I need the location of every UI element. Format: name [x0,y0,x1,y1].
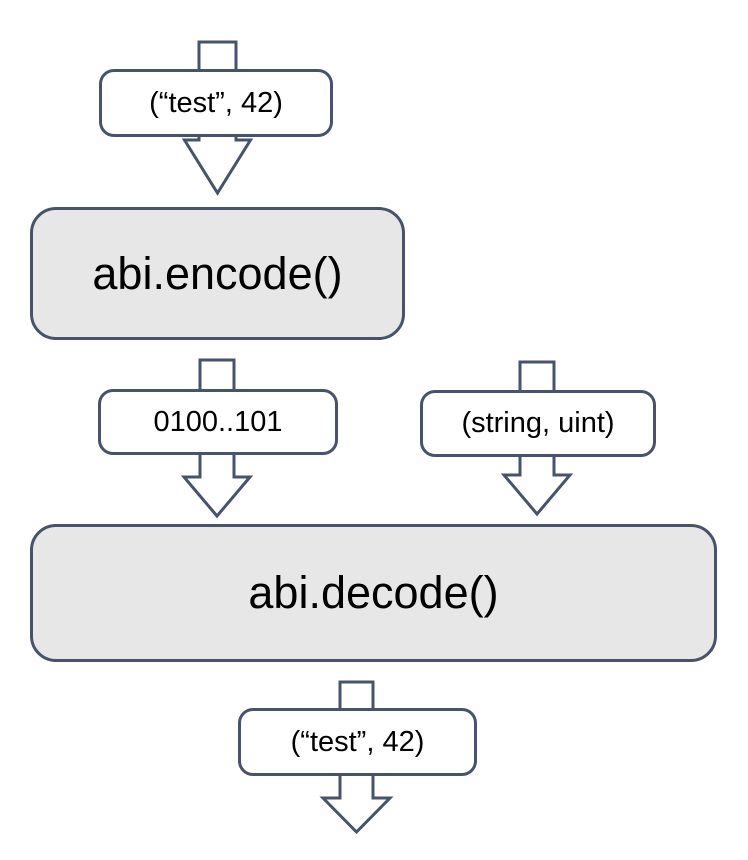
node-input-tuple-label: (“test”, 42) [99,69,333,137]
node-output-tuple-label: (“test”, 42) [238,708,477,776]
node-abi-encode-process: abi.encode() [30,207,405,340]
node-types-tuple-label: (string, uint) [420,390,656,457]
node-encoded-bytes-label: 0100..101 [98,389,338,455]
node-abi-decode-process: abi.decode() [30,524,717,662]
